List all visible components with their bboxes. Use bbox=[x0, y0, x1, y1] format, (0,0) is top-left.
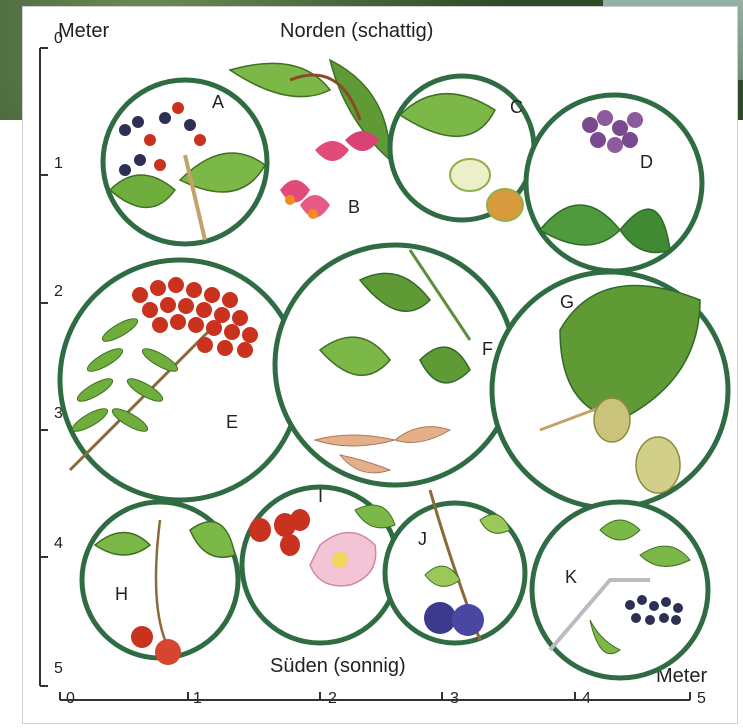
plant-circle-h: H bbox=[82, 502, 238, 665]
plant-circle-d: D bbox=[526, 95, 702, 271]
plant-label-j: J bbox=[418, 529, 427, 549]
plant-label-e: E bbox=[226, 412, 238, 432]
plant-label-i: I bbox=[318, 486, 323, 506]
plant-label-d: D bbox=[640, 152, 653, 172]
plant-label-c: C bbox=[510, 97, 523, 117]
plant-label-b: B bbox=[348, 197, 360, 217]
plant-circle-g: G bbox=[492, 272, 728, 508]
plant-circle-c: C bbox=[390, 76, 534, 221]
plant-label-g: G bbox=[560, 292, 574, 312]
x-axis bbox=[60, 692, 690, 700]
plant-label-h: H bbox=[115, 584, 128, 604]
plant-circle-f: F bbox=[275, 245, 515, 485]
plant-circle-j: J bbox=[385, 490, 525, 643]
plant-label-k: K bbox=[565, 567, 577, 587]
plant-circle-i: I bbox=[242, 486, 398, 643]
fruit-cluster-b bbox=[280, 131, 379, 219]
plant-label-a: A bbox=[212, 92, 224, 112]
plant-circle-e: E bbox=[60, 260, 300, 500]
plant-label-f: F bbox=[482, 339, 493, 359]
y-axis bbox=[40, 48, 48, 686]
plant-circle-k: K bbox=[532, 502, 708, 678]
plant-circle-a: A bbox=[103, 80, 267, 244]
